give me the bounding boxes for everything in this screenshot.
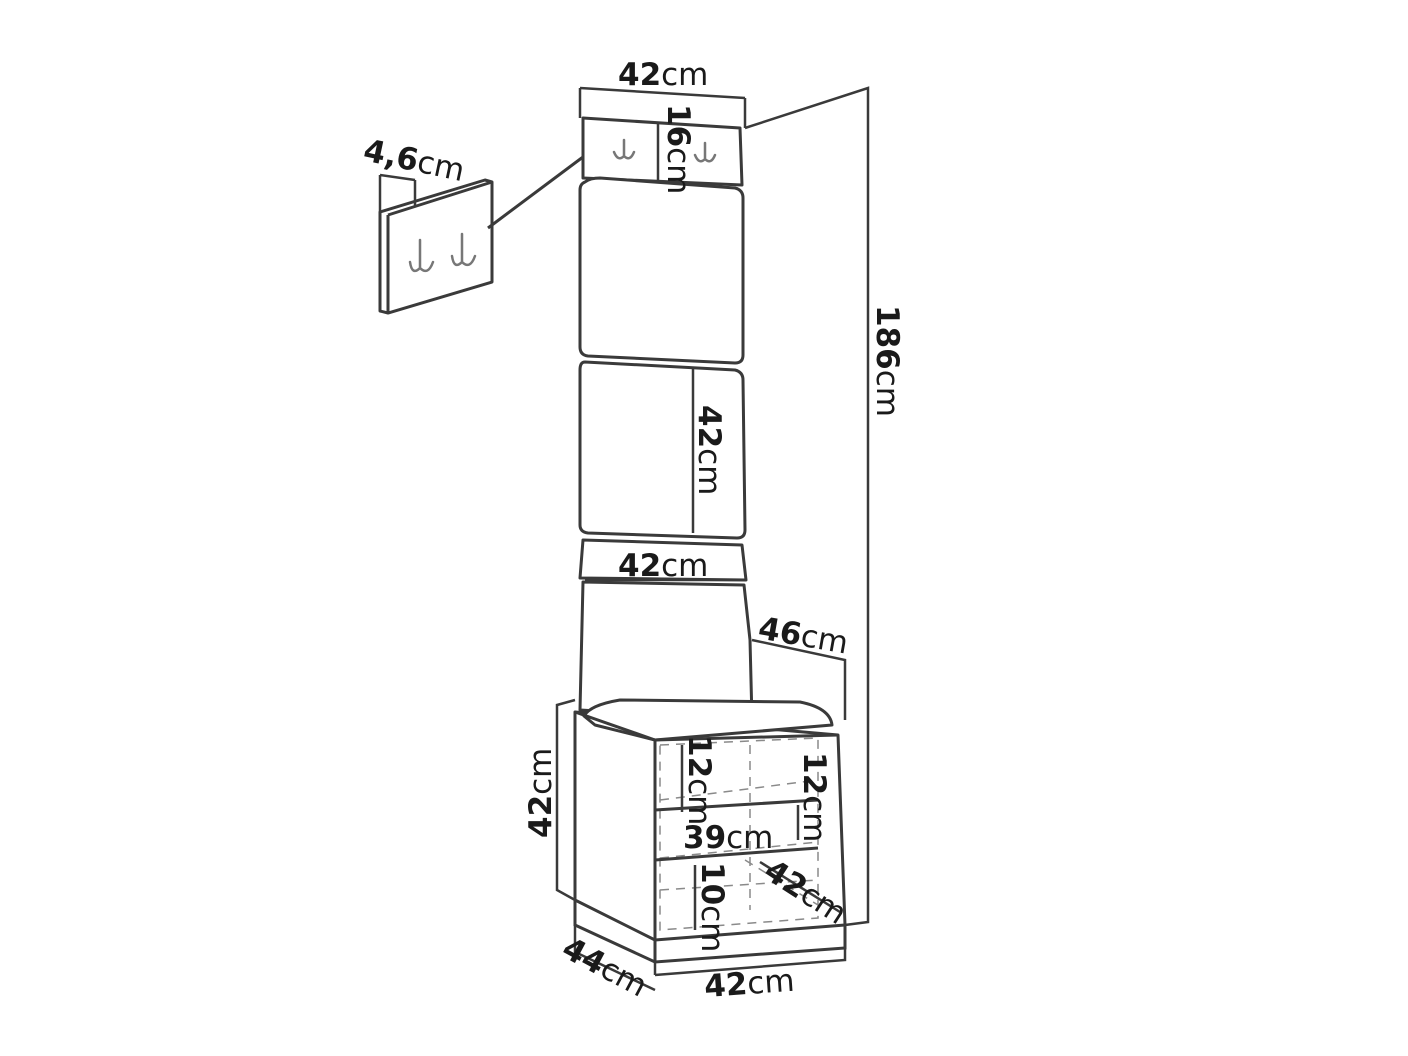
label-bench-width: 42cm [703,963,796,1005]
label-bottom-compartment-height: 10cm [694,862,730,952]
wall-panels [578,116,754,722]
label-shelf-height-right: 12cm [796,752,832,842]
label-seat-offset: 46cm [756,610,851,661]
label-top-width: 42cm [618,57,708,93]
dimension-lines [555,86,870,992]
hook-icon [612,138,636,160]
hook-panel-detail [378,146,596,315]
label-total-height: 186cm [869,305,905,417]
label-shelf-width: 39cm [683,820,773,856]
label-shelf-height-left: 12cm [681,735,717,825]
label-bench-depth: 44cm [556,930,653,1004]
label-panel-width: 42cm [618,548,708,584]
hook-icon [408,238,435,273]
storage-bench [573,698,847,964]
label-hook-panel-height: 16cm [660,104,696,194]
label-panel-height: 42cm [691,405,727,495]
hook-icon [693,141,717,163]
label-bench-height: 42cm [523,748,559,838]
hook-icon [450,232,477,267]
